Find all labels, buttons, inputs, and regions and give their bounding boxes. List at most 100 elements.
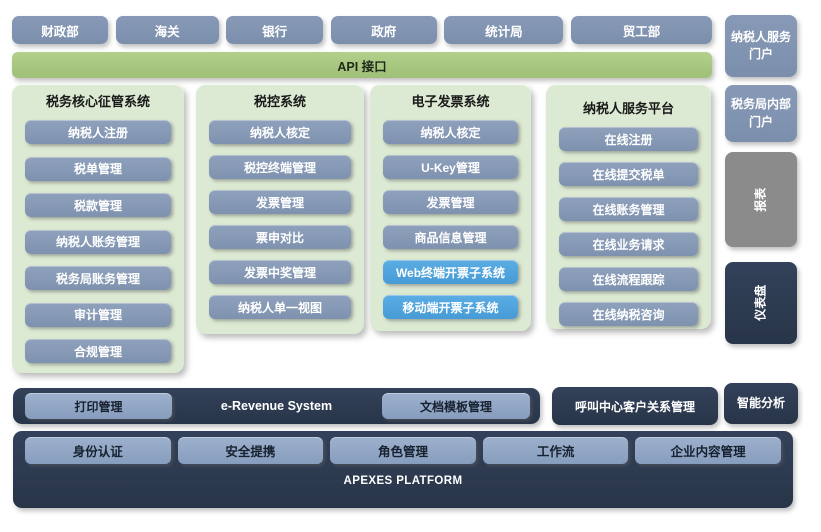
module-label: 在线流程跟踪 xyxy=(592,272,665,287)
module-label: Web终端开票子系统 xyxy=(395,265,506,280)
panel-einvoice-system: 电子发票系统 纳税人核定 U-Key管理 发票管理 商品信息管理 xyxy=(370,84,531,331)
agency-label: 财政部 xyxy=(41,24,79,39)
agency-box: 财政部 xyxy=(12,16,108,44)
agency-box: 海关 xyxy=(115,16,219,44)
module-label: 移动端开票子系统 xyxy=(402,300,499,315)
module-box: 税单管理 xyxy=(25,156,171,181)
external-agencies-row: 财政部 海关 银行 政府 统计局 贸工部 xyxy=(12,16,712,44)
agency-label: 政府 xyxy=(371,24,397,39)
platform-module-box: 安全提携 xyxy=(177,437,324,464)
module-label: 纳税人核定 xyxy=(249,125,310,140)
reports-box: 报表 xyxy=(725,152,797,247)
module-label: 纳税人单一视图 xyxy=(237,300,322,315)
module-label: U-Key管理 xyxy=(421,160,480,175)
module-box: 在线注册 xyxy=(559,127,698,151)
module-box: 审计管理 xyxy=(25,302,171,327)
panel-title-core-tax: 税务核心征管系统 xyxy=(45,94,150,109)
panel-tax-control-system: 税控系统 纳税人核定 税控终端管理 发票管理 票申对比 xyxy=(196,84,364,334)
module-box: 商品信息管理 xyxy=(383,225,518,249)
module-box: 发票管理 xyxy=(383,190,518,214)
module-label: 发票管理 xyxy=(426,195,475,210)
panel-title-einvoice: 电子发票系统 xyxy=(411,94,490,109)
module-box: 纳税人核定 xyxy=(209,120,351,144)
bureau-internal-portal-box: 税务局内部门户 xyxy=(725,85,797,142)
panel-items-tax-control: 纳税人核定 税控终端管理 发票管理 票申对比 发票中奖管理 xyxy=(209,120,351,319)
module-label: 在线业务请求 xyxy=(592,237,665,252)
platform-module-box: 角色管理 xyxy=(330,437,476,464)
module-label: 纳税人账务管理 xyxy=(55,235,140,249)
module-box: 在线业务请求 xyxy=(559,232,698,256)
module-label: 发票中奖管理 xyxy=(243,265,316,280)
module-label: 在线账务管理 xyxy=(592,202,665,217)
panel-title-tax-control: 税控系统 xyxy=(253,94,306,109)
platform-module-box: 工作流 xyxy=(482,437,629,464)
api-layer-label: API 接口 xyxy=(337,59,387,74)
module-label: 审计管理 xyxy=(73,308,122,322)
module-box: 在线纳税咨询 xyxy=(559,302,698,326)
panel-items-core-tax: 纳税人注册 税单管理 税款管理 纳税人账务管理 税务局账务管理 xyxy=(25,120,171,363)
dashboard-box: 仪表盘 xyxy=(725,262,797,344)
module-box: 发票中奖管理 xyxy=(209,260,351,284)
platform-module-label: 角色管理 xyxy=(377,445,428,459)
platform-module-label: 安全提携 xyxy=(225,445,276,459)
erevenue-system-title: e-Revenue System xyxy=(220,399,333,413)
apexes-platform-items: 身份认证 安全提携 角色管理 工作流 企业内容管理 xyxy=(25,437,781,464)
agency-box: 统计局 xyxy=(444,16,564,44)
module-label: 合规管理 xyxy=(73,344,122,359)
reports-label: 报表 xyxy=(753,187,768,212)
module-box: 在线流程跟踪 xyxy=(559,267,698,291)
module-box: 税控终端管理 xyxy=(209,155,351,179)
module-box: Web终端开票子系统 xyxy=(383,260,518,284)
panel-items-taxpayer-platform: 在线注册 在线提交税单 在线账务管理 在线业务请求 在线流程跟踪 xyxy=(559,127,698,326)
module-label: 税控终端管理 xyxy=(243,160,316,175)
taxpayer-service-portal-label: 纳税人服务门户 xyxy=(731,29,792,61)
module-box: 纳税人核定 xyxy=(383,120,518,144)
taxpayer-service-portal-box: 纳税人服务门户 xyxy=(725,15,797,77)
module-label: 票申对比 xyxy=(255,230,304,245)
agency-label: 统计局 xyxy=(485,24,523,39)
module-box: 发票管理 xyxy=(209,190,351,214)
module-box: 移动端开票子系统 xyxy=(383,295,518,319)
platform-module-label: 身份认证 xyxy=(72,445,123,459)
print-management-box: 打印管理 xyxy=(25,393,172,419)
call-center-crm-label: 呼叫中心客户关系管理 xyxy=(574,399,695,414)
platform-module-label: 企业内容管理 xyxy=(670,445,746,459)
platform-module-box: 身份认证 xyxy=(25,437,171,464)
panel-taxpayer-service-platform: 纳税人服务平台 在线注册 在线提交税单 在线账务管理 在线业务请求 xyxy=(546,84,711,329)
doc-template-management-label: 文档模板管理 xyxy=(419,399,492,414)
call-center-crm-box: 呼叫中心客户关系管理 xyxy=(552,387,718,425)
agency-label: 贸工部 xyxy=(622,24,661,39)
doc-template-management-box: 文档模板管理 xyxy=(382,393,530,419)
module-box: 合规管理 xyxy=(25,339,171,363)
module-box: 在线提交税单 xyxy=(559,162,698,186)
module-label: 税务局账务管理 xyxy=(55,271,140,286)
module-label: 在线提交税单 xyxy=(592,167,665,182)
apexes-platform-bar: 身份认证 安全提携 角色管理 工作流 企业内容管理 APEXES PLATFOR xyxy=(13,431,793,508)
panel-core-tax-system: 税务核心征管系统 纳税人注册 税单管理 税款管理 纳税人账务管理 xyxy=(12,84,184,373)
api-layer-bar: API 接口 xyxy=(12,52,712,78)
smart-analysis-box: 智能分析 xyxy=(724,383,798,424)
module-label: 商品信息管理 xyxy=(414,230,487,245)
module-box: U-Key管理 xyxy=(383,155,518,179)
module-box: 纳税人单一视图 xyxy=(209,295,351,319)
platform-module-box: 企业内容管理 xyxy=(635,437,781,464)
panel-title-taxpayer-platform: 纳税人服务平台 xyxy=(582,101,674,116)
agency-label: 银行 xyxy=(262,24,288,39)
module-box: 在线账务管理 xyxy=(559,197,698,221)
panel-items-einvoice: 纳税人核定 U-Key管理 发票管理 商品信息管理 Web终端开票子系统 xyxy=(383,120,518,319)
module-label: 纳税人核定 xyxy=(420,125,481,140)
module-label: 在线注册 xyxy=(604,132,653,147)
agency-label: 海关 xyxy=(154,24,180,39)
module-label: 纳税人注册 xyxy=(67,125,128,140)
print-management-label: 打印管理 xyxy=(74,399,123,414)
module-label: 税单管理 xyxy=(73,162,122,176)
erevenue-system-bar: 打印管理 e-Revenue System 文档模板管理 xyxy=(13,388,540,424)
module-label: 在线纳税咨询 xyxy=(592,307,665,322)
module-box: 纳税人注册 xyxy=(25,120,171,144)
module-label: 发票管理 xyxy=(255,195,304,210)
agency-box: 银行 xyxy=(226,16,324,44)
module-box: 税款管理 xyxy=(25,193,171,217)
agency-box: 政府 xyxy=(330,16,437,44)
agency-box: 贸工部 xyxy=(570,16,712,44)
module-box: 纳税人账务管理 xyxy=(25,229,171,254)
